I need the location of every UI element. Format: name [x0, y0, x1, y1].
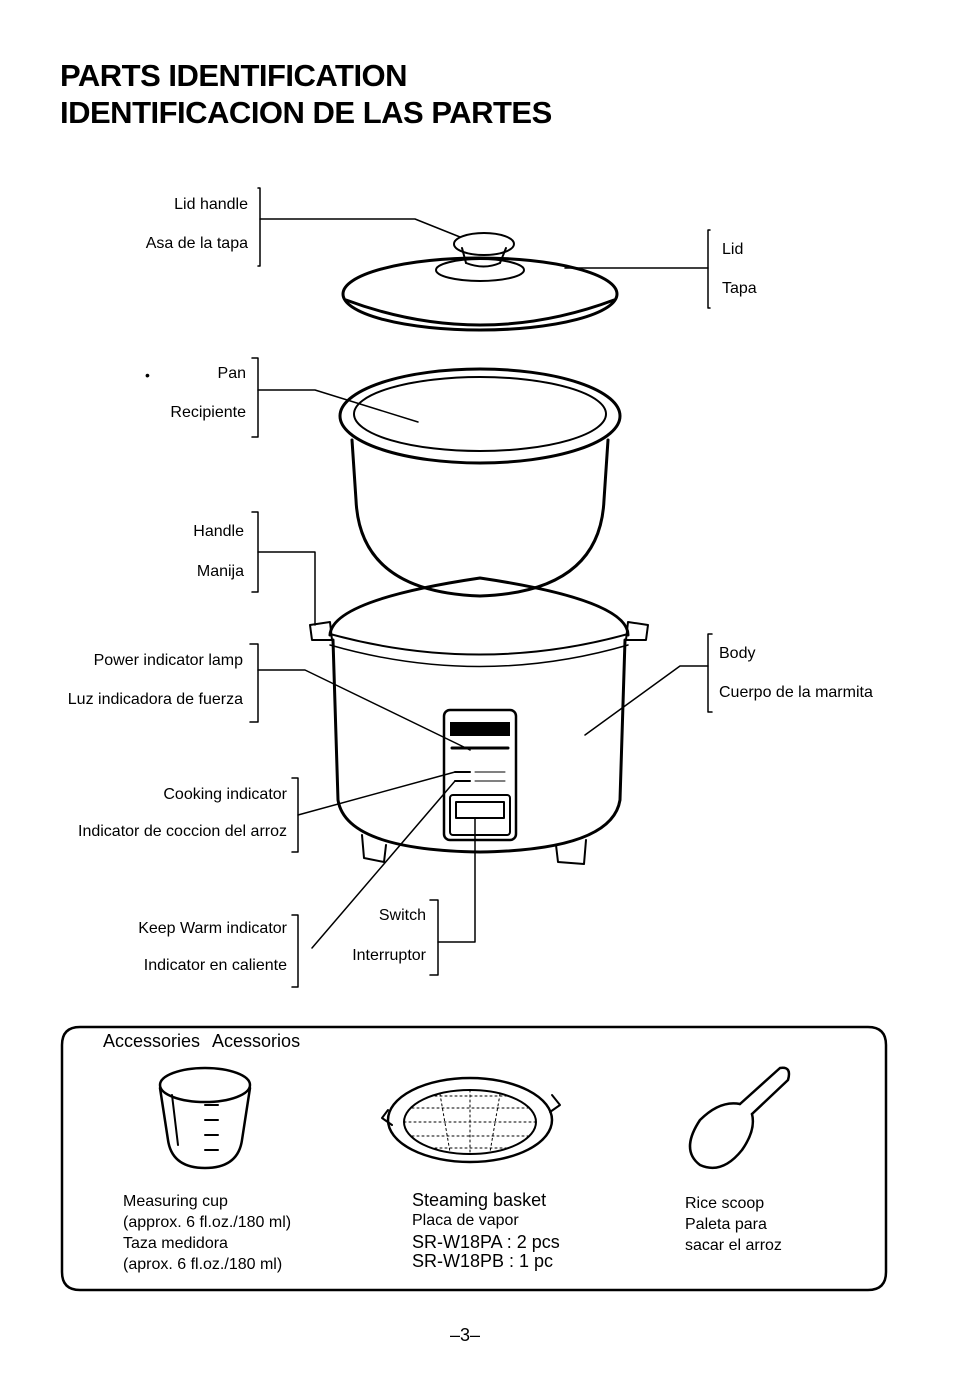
page-number: –3– [450, 1325, 481, 1345]
measuring-cup-illustration [158, 1066, 252, 1170]
rice-scoop-illustration [688, 1066, 791, 1170]
keep-warm-label-spanish: Indicator en caliente [143, 957, 287, 974]
measuring-cup-capacity-spanish: (aprox. 6 fl.oz./180 ml) [123, 1256, 283, 1273]
accessories-heading-en: Accessories [103, 1031, 201, 1051]
keep-warm-label: Keep Warm indicator [138, 920, 287, 937]
body-label-spanish: Cuerpo de la marmita [719, 684, 873, 701]
body-label: Body [719, 645, 756, 662]
steaming-basket-caption: Steaming basket Placa de vapor SR-W18PA … [412, 1191, 560, 1271]
rice-scoop-name-spanish-1: Paleta para [685, 1216, 767, 1233]
steaming-basket-illustration [381, 1076, 561, 1164]
steaming-basket-model-b: SR-W18PB : 1 pc [412, 1251, 554, 1271]
switch-label-spanish: Interruptor [352, 947, 426, 964]
rice-scoop-name: Rice scoop [685, 1195, 765, 1212]
power-lamp-label-spanish: Luz indicadora de fuerza [67, 691, 243, 708]
lid-illustration [341, 232, 619, 332]
switch-label: Switch [378, 907, 426, 924]
rice-scoop-caption: Rice scoop Paleta para sacar el arroz [685, 1193, 782, 1256]
steaming-basket-name-spanish: Placa de vapor [412, 1212, 519, 1229]
cooking-indicator-label: Cooking indicator [163, 786, 287, 803]
lid-label: Lid [722, 241, 744, 258]
power-lamp-label: Power indicator lamp [93, 652, 243, 669]
measuring-cup-capacity: (approx. 6 fl.oz./180 ml) [123, 1214, 292, 1231]
measuring-cup-name-spanish: Taza medidora [123, 1235, 228, 1252]
steaming-basket-name: Steaming basket [412, 1190, 547, 1210]
steaming-basket-model-a: SR-W18PA : 2 pcs [412, 1232, 560, 1252]
pan-illustration [338, 367, 622, 598]
page-title-spanish: IDENTIFICACION DE LAS PARTES [60, 95, 552, 130]
accessories-heading-es: Acessorios [212, 1031, 301, 1051]
cooking-indicator-label-spanish: Indicator de coccion del arroz [78, 823, 287, 840]
measuring-cup-name: Measuring cup [123, 1193, 228, 1210]
page-title: PARTS IDENTIFICATION [60, 58, 408, 93]
handle-label: Handle [193, 523, 244, 540]
rice-scoop-name-spanish-2: sacar el arroz [685, 1237, 782, 1254]
pan-label: Pan [217, 365, 246, 382]
accessories-box [60, 1025, 888, 1292]
bullet-mark: • [145, 367, 150, 383]
lid-handle-label-spanish: Asa de la tapa [145, 235, 248, 252]
body-illustration [309, 576, 649, 865]
accessories-heading: Accessories Acessorios [103, 1032, 312, 1050]
lid-label-spanish: Tapa [722, 280, 757, 297]
measuring-cup-caption: Measuring cup (approx. 6 fl.oz./180 ml) … [123, 1191, 291, 1275]
lid-handle-label: Lid handle [174, 196, 248, 213]
handle-label-spanish: Manija [196, 563, 244, 580]
leader-lines [249, 187, 713, 988]
pan-label-spanish: Recipiente [170, 404, 246, 421]
